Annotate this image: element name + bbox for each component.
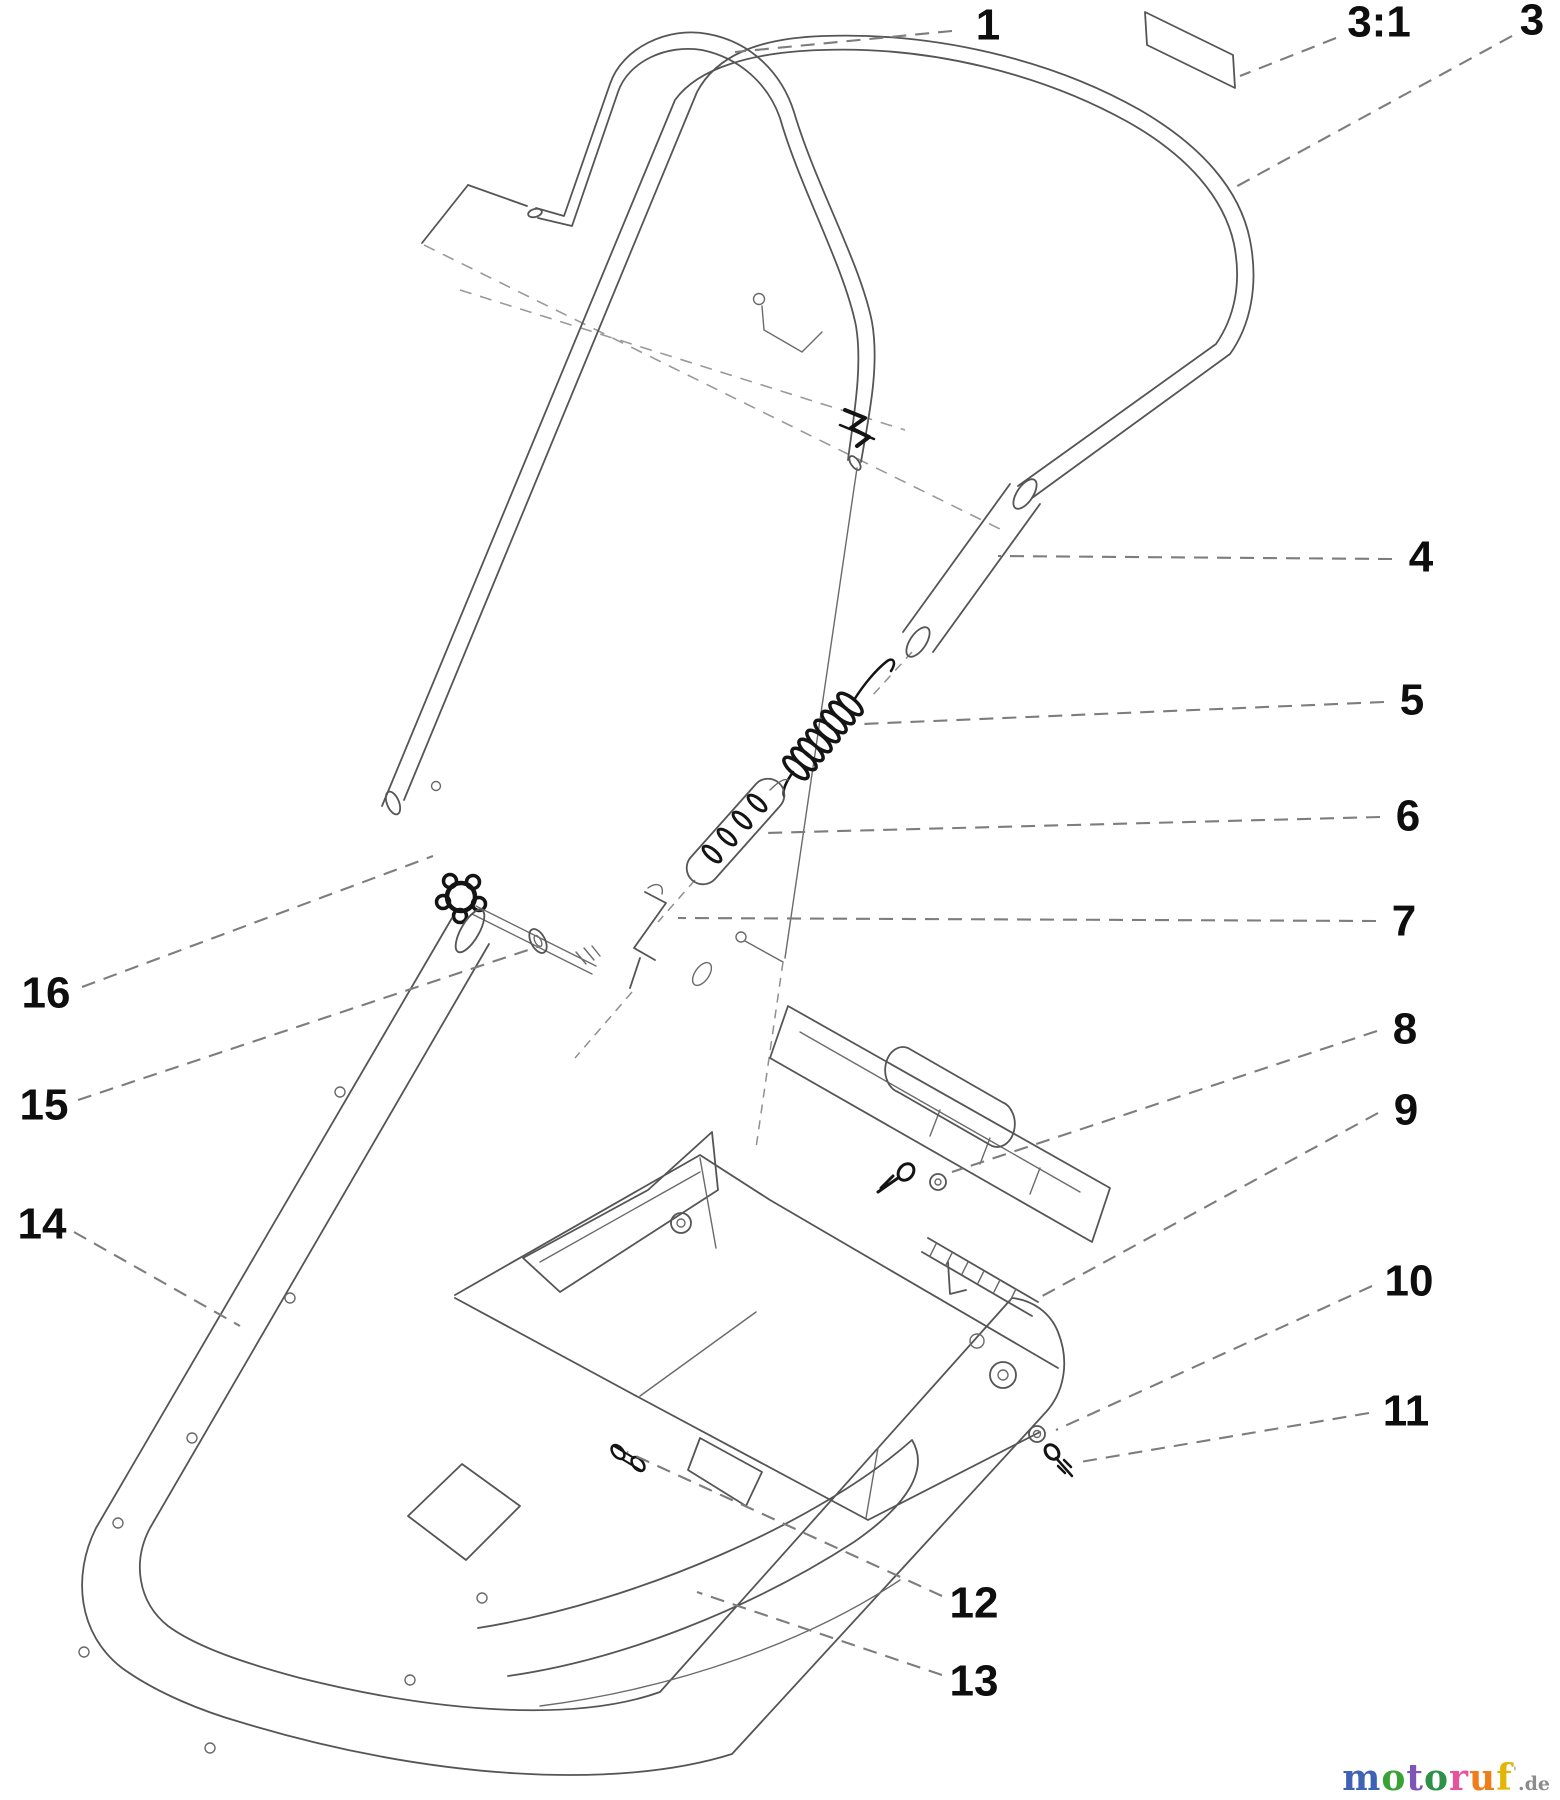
housing-left-wing bbox=[522, 1131, 719, 1293]
diagram-artwork bbox=[78, 11, 1255, 1776]
washer bbox=[528, 928, 548, 954]
callout-label-14: 14 bbox=[18, 1200, 67, 1249]
callout-label-10: 10 bbox=[1385, 1257, 1434, 1306]
detail-scale-box bbox=[1144, 11, 1236, 89]
leader-line-1 bbox=[734, 29, 953, 54]
leader-line-6 bbox=[763, 815, 1381, 835]
logo-letter: t bbox=[1406, 1757, 1425, 1799]
leader-line-12 bbox=[626, 1451, 943, 1597]
upper-handle-bar bbox=[381, 34, 1255, 1059]
callout-label-12: 12 bbox=[950, 1579, 999, 1628]
handle-tube bbox=[902, 478, 1041, 658]
leader-line-scale bbox=[1239, 37, 1337, 77]
spring-link bbox=[685, 777, 789, 886]
housing-tray bbox=[454, 1154, 1059, 1521]
logo-letter: o bbox=[1381, 1757, 1407, 1799]
callout-label-15: 15 bbox=[20, 1081, 69, 1130]
callout-label-11: 11 bbox=[1383, 1387, 1430, 1436]
logo-letter: r bbox=[1449, 1757, 1470, 1799]
leader-line-16 bbox=[81, 855, 434, 988]
callout-label-6: 6 bbox=[1396, 792, 1420, 841]
leader-line-7 bbox=[677, 916, 1377, 923]
handle-tube-end bbox=[384, 790, 402, 816]
callout-label-3: 3 bbox=[1520, 0, 1544, 45]
callout-label-8: 8 bbox=[1393, 1005, 1417, 1054]
cable-tie bbox=[838, 408, 876, 448]
lower-handle-open-end bbox=[454, 908, 486, 954]
bracket-bosses bbox=[670, 1173, 1017, 1389]
bail-end-cap bbox=[527, 207, 543, 219]
callout-label-9: 9 bbox=[1394, 1086, 1418, 1135]
callout-layer: 1 3:1 3 4 5 6 7 8 9 10 11 12 13 14 15 16 bbox=[18, 0, 1545, 1706]
leader-line-9 bbox=[1034, 1112, 1379, 1301]
leader-line-4 bbox=[997, 554, 1393, 561]
carriage-screw-8 bbox=[876, 1162, 916, 1194]
logo-trademark-tick: ' bbox=[1512, 1765, 1518, 1781]
callout-label-16: 16 bbox=[22, 969, 71, 1018]
leader-line-5 bbox=[861, 700, 1385, 726]
bail-end-cap bbox=[848, 455, 862, 471]
z-clip bbox=[629, 883, 667, 989]
washer-10 bbox=[1028, 1425, 1046, 1443]
logo-letter: m bbox=[1342, 1757, 1382, 1799]
callout-label-4: 4 bbox=[1409, 533, 1434, 582]
extension-spring bbox=[782, 658, 896, 798]
leader-line-14 bbox=[73, 1231, 241, 1327]
handle-mount-bracket bbox=[769, 1005, 1111, 1317]
rivet-hole bbox=[752, 292, 766, 306]
logo-domain-suffix: .de bbox=[1518, 1773, 1550, 1795]
logo-letter: o bbox=[1424, 1757, 1450, 1799]
cable-end-fitting bbox=[735, 931, 747, 943]
lower-handle bbox=[78, 908, 1066, 1776]
leader-line-15 bbox=[77, 945, 541, 1101]
leader-line-3 bbox=[1229, 35, 1513, 191]
handle-bolt-hole bbox=[430, 780, 442, 792]
hidden-tube-stub bbox=[691, 961, 713, 987]
callout-label-7: 7 bbox=[1392, 897, 1416, 946]
leader-line-10 bbox=[1055, 1285, 1373, 1431]
tube-open-end bbox=[905, 626, 931, 658]
panel-cutout bbox=[407, 1463, 521, 1561]
motoruf-logo: motoruf'.de bbox=[1342, 1760, 1550, 1796]
screw-11 bbox=[1043, 1443, 1074, 1478]
leader-line-11 bbox=[1079, 1411, 1370, 1464]
knob-bolt bbox=[471, 905, 601, 975]
star-knob bbox=[434, 872, 488, 925]
handle-socket bbox=[884, 1046, 1016, 1148]
callout-label-1: 1 bbox=[976, 1, 1000, 50]
callout-label-5: 5 bbox=[1400, 676, 1424, 725]
logo-letter: u bbox=[1469, 1757, 1497, 1799]
phantom-panel-outline bbox=[421, 184, 1007, 533]
bushing-12 bbox=[610, 1443, 646, 1473]
leader-line-8 bbox=[951, 1030, 1378, 1173]
leader-line-13 bbox=[696, 1591, 943, 1676]
callout-label-13: 13 bbox=[950, 1657, 999, 1706]
callout-label-scale: 3:1 bbox=[1347, 0, 1411, 47]
logo-letter: f bbox=[1496, 1757, 1513, 1799]
control-bail bbox=[527, 31, 876, 471]
